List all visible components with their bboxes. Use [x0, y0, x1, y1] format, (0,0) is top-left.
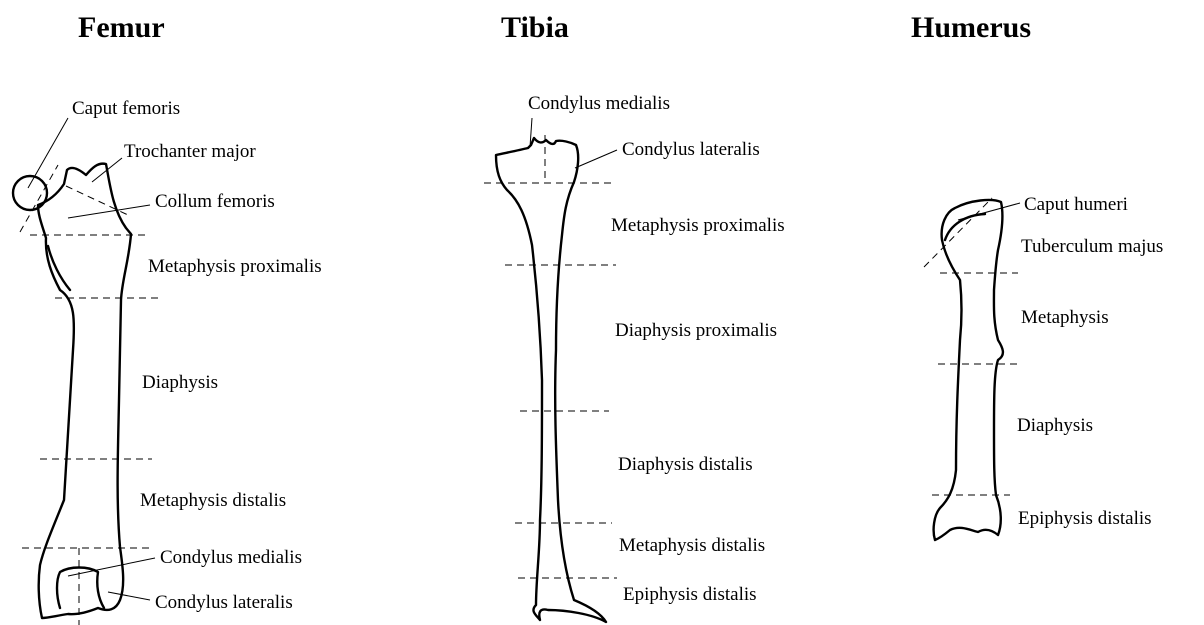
label-tuberculum-majus: Tuberculum majus — [1021, 236, 1163, 257]
label-tibia-epiphysis-distalis: Epiphysis distalis — [623, 584, 757, 605]
tibia-title: Tibia — [501, 11, 569, 44]
label-femur-metaphysis-distalis: Metaphysis distalis — [140, 490, 286, 511]
label-humerus-epiphysis-distalis: Epiphysis distalis — [1018, 508, 1152, 529]
label-collum-femoris: Collum femoris — [155, 191, 275, 212]
label-caput-humeri: Caput humeri — [1024, 194, 1128, 215]
label-femur-diaphysis: Diaphysis — [142, 372, 218, 393]
tibia-figure: Tibia Condylus medialis Condylus lateral… — [484, 11, 785, 622]
label-tibia-condylus-medialis: Condylus medialis — [528, 93, 670, 114]
label-femur-condylus-medialis: Condylus medialis — [160, 547, 302, 568]
label-trochanter-major: Trochanter major — [124, 141, 256, 162]
leader-caput-femoris — [28, 118, 68, 188]
label-tibia-condylus-lateralis: Condylus lateralis — [622, 139, 760, 160]
femur-outline — [38, 164, 131, 618]
humerus-line-neck — [924, 198, 992, 267]
label-humerus-metaphysis: Metaphysis — [1021, 307, 1109, 328]
femur-head-outline — [13, 176, 47, 210]
leader-collum-femoris — [68, 205, 150, 218]
leader-tibia-condylus-lateralis — [575, 150, 617, 168]
humerus-title: Humerus — [911, 11, 1031, 44]
leader-trochanter-major — [92, 158, 122, 182]
label-tibia-metaphysis-distalis: Metaphysis distalis — [619, 535, 765, 556]
femur-line-neck-axis — [66, 186, 128, 215]
humerus-figure: Humerus Caput humeri Tuberculum majus Me… — [911, 11, 1163, 540]
label-tibia-metaphysis-proximalis: Metaphysis proximalis — [611, 215, 785, 236]
label-humerus-diaphysis: Diaphysis — [1017, 415, 1093, 436]
label-tibia-diaphysis-distalis: Diaphysis distalis — [618, 454, 753, 475]
tibia-outline — [496, 138, 606, 622]
label-femur-metaphysis-proximalis: Metaphysis proximalis — [148, 256, 322, 277]
leader-caput-humeri — [958, 203, 1020, 220]
femur-figure: Femur Caput femoris Trochanter major Col… — [13, 11, 322, 625]
label-tibia-diaphysis-proximalis: Diaphysis proximalis — [615, 320, 777, 341]
femur-title: Femur — [78, 11, 165, 44]
leader-femur-condylus-lateralis — [108, 592, 150, 600]
label-caput-femoris: Caput femoris — [72, 98, 180, 119]
humerus-outline — [934, 200, 1003, 540]
label-femur-condylus-lateralis: Condylus lateralis — [155, 592, 293, 613]
